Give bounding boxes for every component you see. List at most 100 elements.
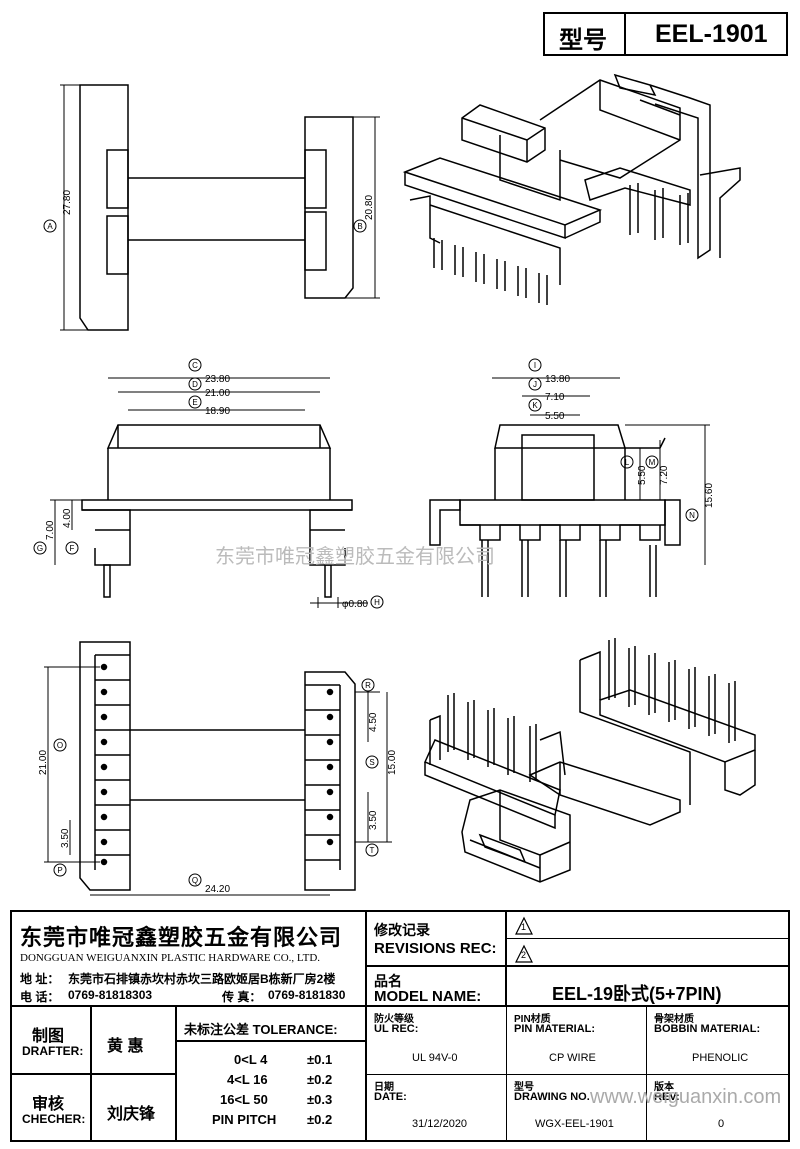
watermark-center: 东莞市唯冠鑫塑胶五金有限公司: [215, 546, 495, 568]
ul-cn: 防火等级: [374, 1014, 414, 1025]
tolerance-value-4: ±0.2: [307, 1112, 333, 1127]
tolerance-range-4: PIN PITCH: [212, 1112, 277, 1127]
dim-a-letter: A: [47, 222, 53, 231]
model-label: 型号: [559, 27, 607, 54]
date-en: DATE:: [374, 1091, 407, 1103]
dim-q-value: 24.20: [205, 884, 230, 895]
drafter-cn: 制图: [32, 1028, 65, 1045]
dim-o-letter: O: [57, 741, 63, 750]
technical-drawing: A 27.80 B 20.80: [33, 73, 756, 896]
drawing-cn: 型号: [514, 1082, 534, 1093]
dim-m-letter: M: [649, 458, 656, 467]
drawing-en: DRAWING NO.: [514, 1091, 590, 1103]
dim-k-value: 5.50: [545, 411, 565, 422]
dim-g-value: 7.00: [45, 520, 56, 540]
address: 东莞市石排镇赤坎村赤坎三路欧姬居B栋新厂房2楼: [68, 972, 336, 986]
dim-h-letter: H: [374, 598, 380, 607]
dim-b-letter: B: [357, 222, 362, 231]
dim-c-value: 23.80: [205, 374, 230, 385]
dim-g-letter: G: [37, 544, 43, 553]
dim-f-letter: F: [70, 544, 75, 553]
isometric-view-top: [402, 73, 741, 305]
rev-en: REV:: [654, 1091, 680, 1103]
dim-k-letter: K: [532, 401, 538, 410]
dim-s-letter: S: [369, 758, 374, 767]
dim-t-letter: T: [370, 846, 375, 855]
revisions-cn: 修改记录: [374, 922, 430, 938]
dim-h-value: φ0.80: [342, 599, 368, 610]
model-name-en: MODEL NAME:: [374, 988, 482, 1005]
dim-i-letter: I: [534, 361, 536, 370]
tolerance-value-1: ±0.1: [307, 1052, 333, 1067]
dim-m-value: 7.20: [659, 465, 670, 485]
revision-1-number: 1: [521, 922, 527, 932]
pin-cn: PIN材质: [514, 1014, 551, 1025]
pin-plan-view: [44, 641, 392, 896]
checker-cn: 审核: [32, 1096, 65, 1113]
drawing-value: WGX-EEL-1901: [535, 1118, 614, 1130]
date-cn: 日期: [374, 1082, 394, 1093]
dim-q-letter: Q: [192, 876, 198, 885]
tolerance-value-2: ±0.2: [307, 1072, 333, 1087]
revisions-en: REVISIONS REC:: [374, 940, 497, 957]
revision-triangle-1: [515, 916, 533, 935]
title-block: 东莞市唯冠鑫塑胶五金有限公司 DONGGUAN WEIGUANXIN PLAST…: [10, 910, 790, 1142]
rev-cn: 版本: [654, 1082, 674, 1093]
phone-label: 电 话：: [20, 990, 60, 1004]
bobbin-value: PHENOLIC: [692, 1052, 749, 1064]
model-name-value: EEL-19卧式(5+7PIN): [552, 984, 722, 1004]
dim-e-value: 18.90: [205, 406, 230, 417]
phone: 0769-81818303: [68, 988, 153, 1002]
dim-r-letter: R: [365, 681, 371, 690]
tolerance-range-2: 4<L 16: [227, 1072, 268, 1087]
drafter-en: DRAFTER:: [22, 1044, 84, 1058]
fax: 0769-8181830: [268, 988, 346, 1002]
bobbin-cn: 骨架材质: [654, 1014, 694, 1025]
side-view: [429, 358, 710, 597]
dim-c-letter: C: [192, 361, 198, 370]
watermark-bottom: www.weiguanxin.com: [590, 1086, 782, 1108]
checker-en: CHECHER:: [22, 1112, 86, 1126]
dim-p-value: 3.50: [60, 828, 71, 848]
tolerance-range-1: 0<L 4: [234, 1052, 268, 1067]
dim-j-value: 7.10: [545, 392, 565, 403]
dim-n-letter: N: [689, 511, 695, 520]
dim-f-value: 4.00: [62, 508, 73, 528]
dim-r-value: 4.50: [368, 712, 379, 732]
revision-triangle-2: [515, 944, 533, 963]
tolerance-title: 未标注公差 TOLERANCE:: [184, 1022, 338, 1037]
dim-d-letter: D: [192, 380, 198, 389]
dim-j-letter: J: [533, 380, 537, 389]
tolerance-range-3: 16<L 50: [220, 1092, 268, 1107]
dim-o-value: 21.00: [38, 750, 49, 775]
dim-s-value: 15.00: [387, 750, 398, 775]
dim-l-letter: L: [625, 458, 630, 467]
pin-en: PIN MATERIAL:: [514, 1023, 596, 1035]
drafter-name: 黄 惠: [107, 1038, 144, 1055]
bobbin-en: BOBBIN MATERIAL:: [654, 1023, 761, 1035]
plan-view: [43, 84, 380, 331]
dim-l-value: 5.50: [637, 465, 648, 485]
date-value: 31/12/2020: [412, 1118, 468, 1130]
company-en: DONGGUAN WEIGUANXIN PLASTIC HARDWARE CO.…: [20, 952, 321, 964]
dim-n-value: 15.60: [704, 483, 715, 508]
dim-b-value: 20.80: [364, 195, 375, 220]
ul-value: UL 94V-0: [412, 1052, 458, 1064]
fax-label: 传 真：: [222, 990, 262, 1004]
model-name-cn: 品名: [374, 973, 402, 989]
model-box: 型号 EEL-1901: [543, 12, 788, 56]
pin-value: CP WIRE: [549, 1052, 596, 1064]
dim-a-value: 27.80: [62, 190, 73, 215]
revision-2-number: 2: [521, 950, 527, 960]
rev-value: 0: [718, 1118, 725, 1130]
dim-t-value: 3.50: [368, 810, 379, 830]
front-view: [33, 358, 384, 609]
address-label: 地 址：: [20, 972, 60, 986]
dim-p-letter: P: [57, 866, 62, 875]
checker-name: 刘庆锋: [107, 1106, 156, 1123]
dim-i-value: 13.80: [545, 374, 570, 385]
tolerance-value-3: ±0.3: [307, 1092, 333, 1107]
ul-en: UL REC:: [374, 1023, 419, 1035]
dim-d-value: 21.00: [205, 388, 230, 399]
company-cn: 东莞市唯冠鑫塑胶五金有限公司: [20, 925, 343, 950]
